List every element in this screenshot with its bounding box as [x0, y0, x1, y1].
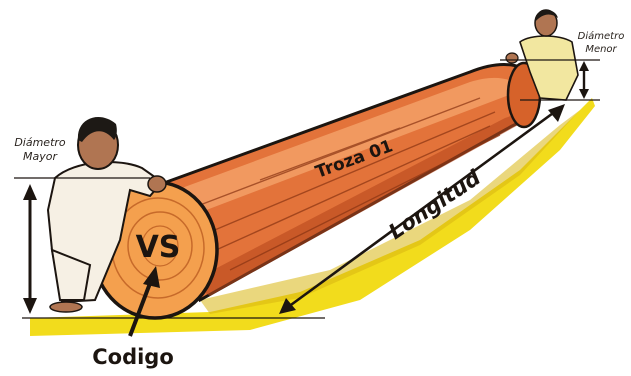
arrow-head-down — [579, 89, 589, 99]
person-left-hand — [148, 176, 166, 192]
code-label: Codigo — [92, 345, 174, 369]
diameter-major-label-line1: Diámetro — [14, 136, 66, 149]
arrow-head-end — [548, 104, 565, 122]
diameter-minor-label-line1: Diámetro — [578, 30, 625, 42]
diameter-major-label-line2: Mayor — [23, 150, 58, 163]
arrow-head-up — [23, 184, 37, 200]
arrow-head-up — [579, 61, 589, 71]
diameter-minor-label-line2: Menor — [585, 44, 617, 55]
arrow-head-down — [23, 298, 37, 314]
person-left-foot — [50, 302, 82, 312]
person-right-hand — [506, 53, 518, 63]
code-mark: VS — [136, 230, 181, 265]
